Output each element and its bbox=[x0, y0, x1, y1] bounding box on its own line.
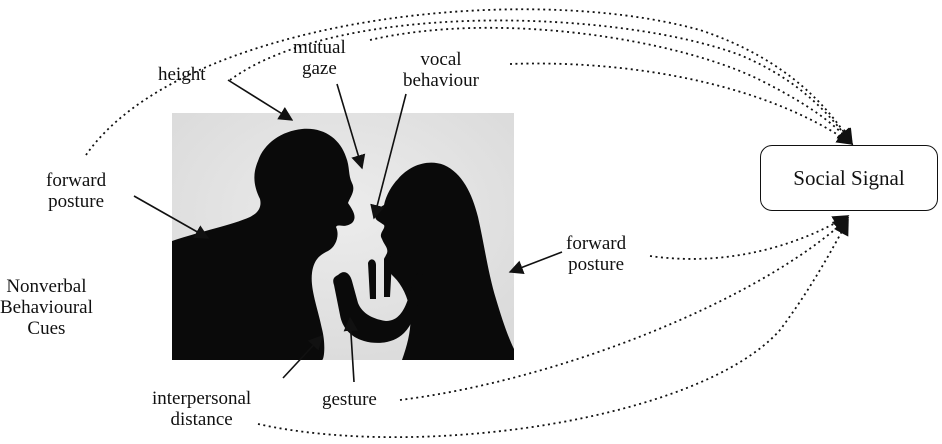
dotted-link-interpersonal-distance bbox=[257, 218, 849, 439]
label-vocal-behaviour: vocal behaviour bbox=[403, 49, 479, 91]
social-signal-label: Social Signal bbox=[793, 165, 905, 190]
arrow-height bbox=[227, 79, 294, 121]
label-gesture: gesture bbox=[322, 389, 377, 410]
dotted-link-mutual-gaze bbox=[369, 26, 854, 146]
arrow-forward-posture-right bbox=[508, 251, 563, 275]
silhouette-photo bbox=[172, 113, 514, 360]
label-height: height bbox=[158, 64, 206, 85]
label-interpersonal-distance: interpersonal distance bbox=[152, 388, 252, 430]
arrow-mutual-gaze bbox=[336, 83, 366, 170]
dotted-link-forward-posture-right bbox=[649, 215, 850, 260]
label-forward-posture-left: forward posture bbox=[46, 170, 107, 212]
cues-title: Nonverbal Behavioural Cues bbox=[0, 276, 93, 339]
label-forward-posture-right: forward posture bbox=[566, 233, 627, 275]
dotted-link-vocal-behaviour bbox=[509, 62, 854, 145]
dotted-link-forward-posture-left bbox=[85, 8, 853, 156]
arrow-forward-posture-left bbox=[133, 195, 210, 239]
woman-silhouette bbox=[375, 162, 514, 360]
arrow-gesture bbox=[343, 316, 358, 383]
label-mutual-gaze: mutual gaze bbox=[293, 37, 346, 79]
arrow-interpersonal-distance bbox=[282, 334, 323, 379]
man-silhouette bbox=[172, 128, 355, 360]
arrow-vocal-behaviour bbox=[370, 93, 407, 220]
social-signal-box: Social Signal bbox=[760, 145, 938, 211]
dotted-link-gesture bbox=[399, 216, 850, 401]
